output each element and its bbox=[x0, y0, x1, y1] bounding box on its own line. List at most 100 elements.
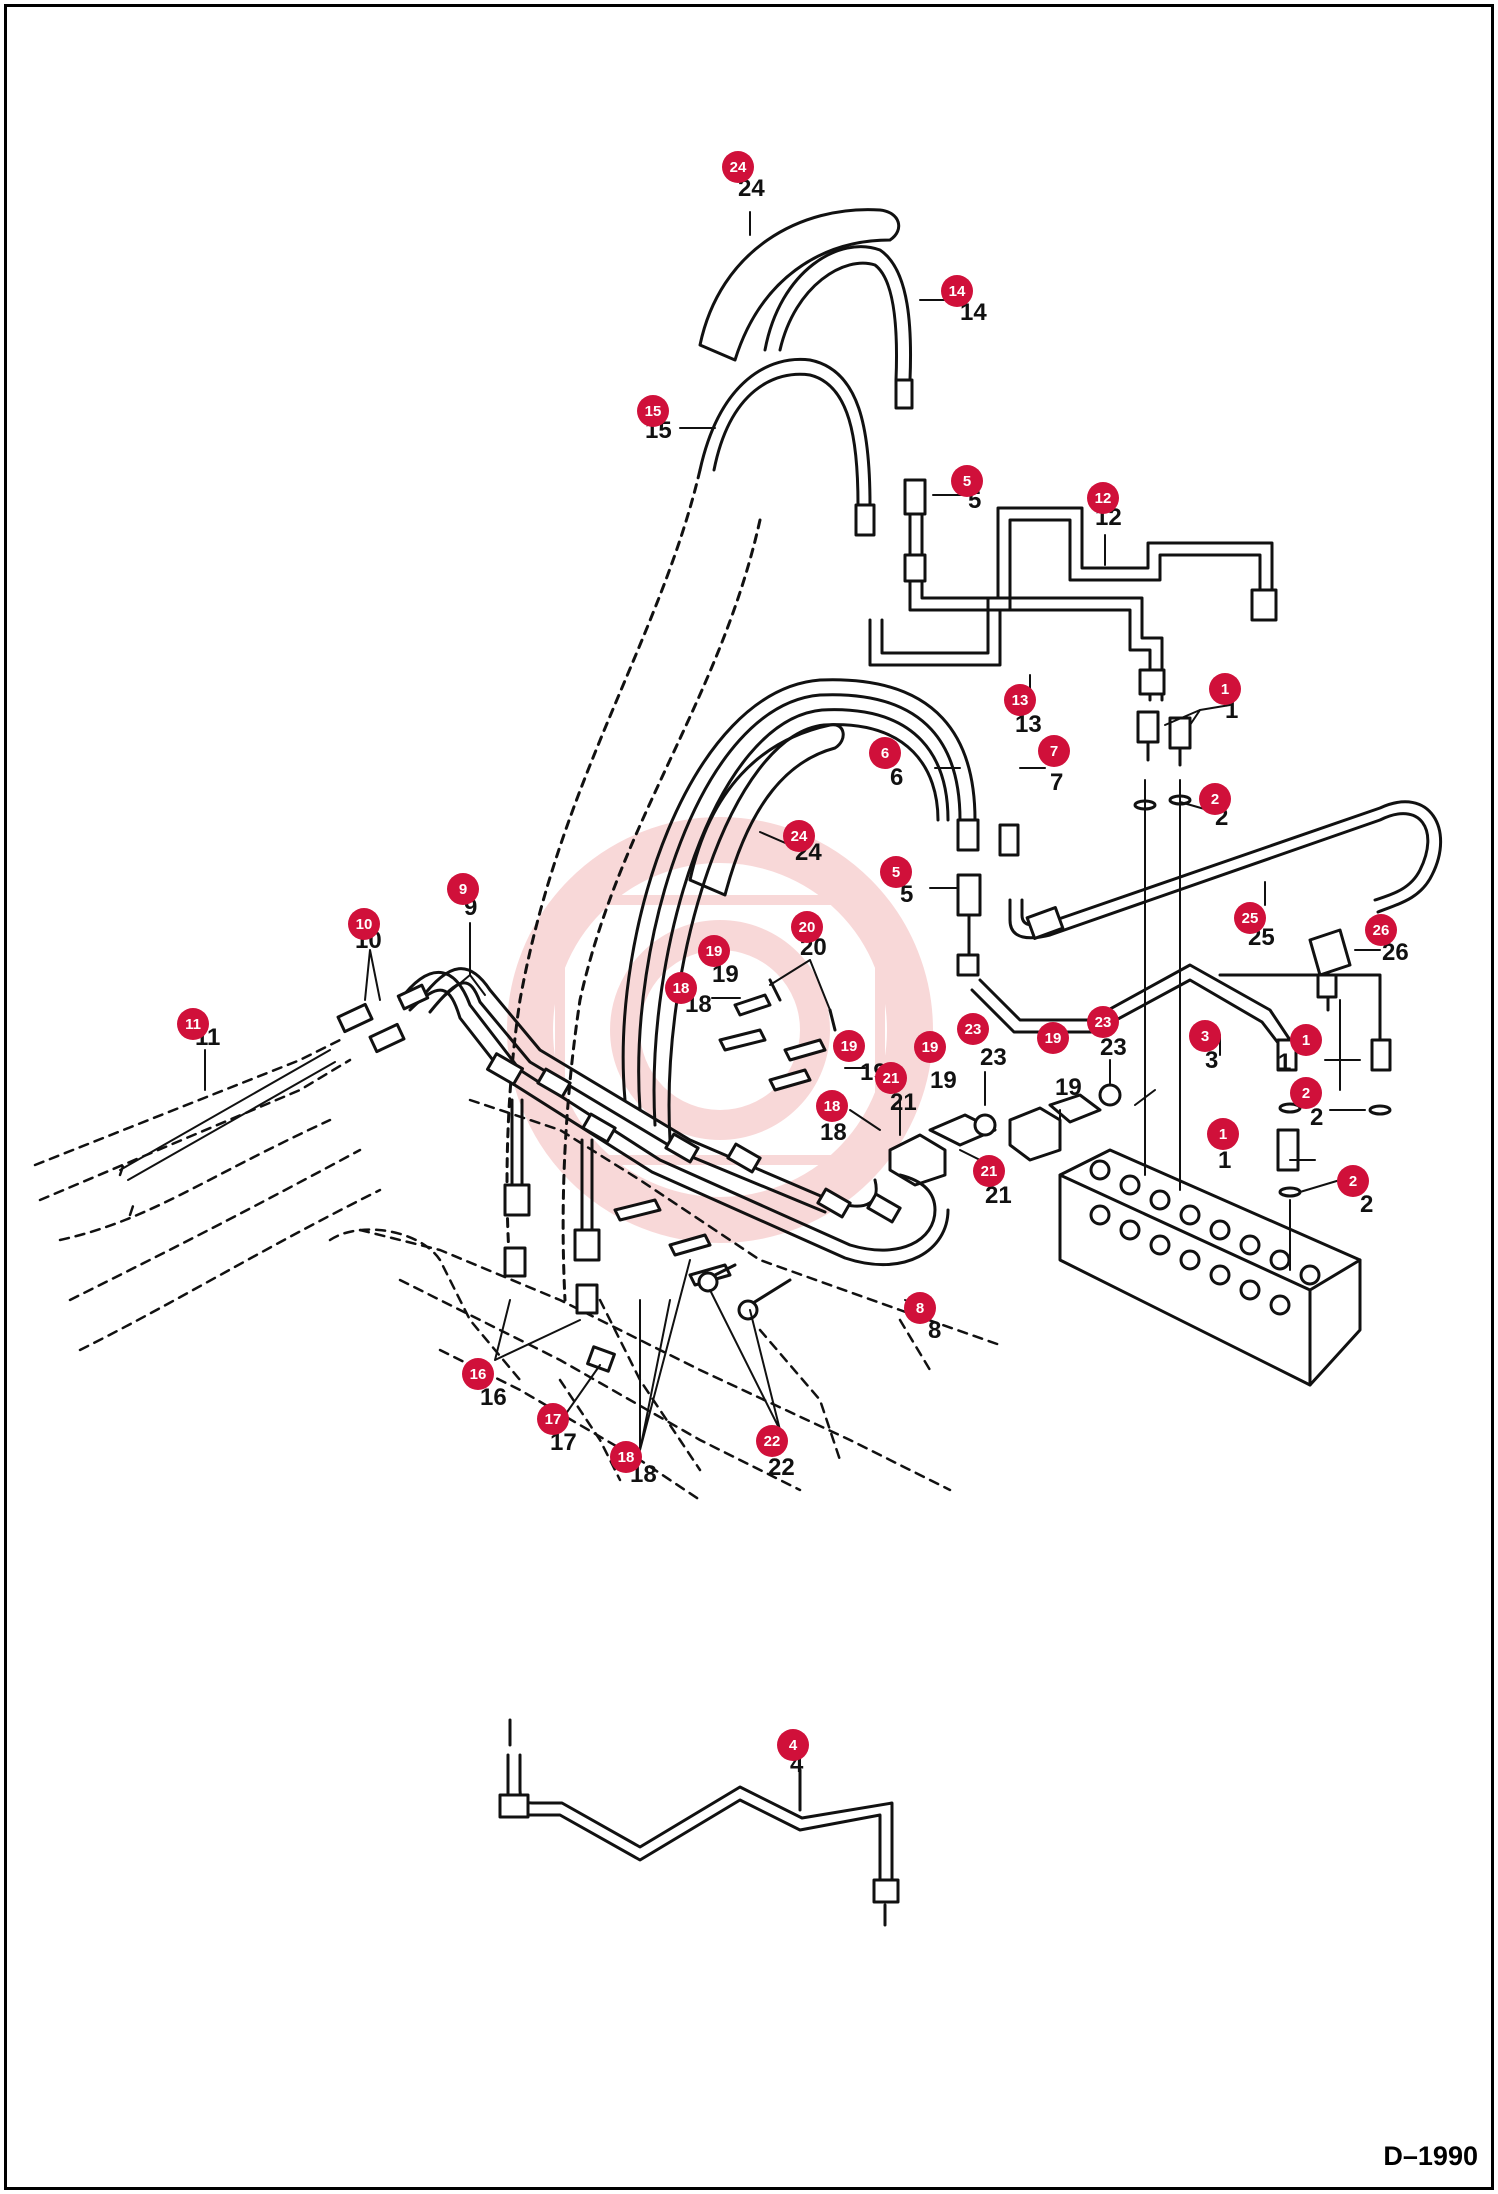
svg-text:2: 2 bbox=[1211, 791, 1219, 808]
svg-text:26: 26 bbox=[1373, 922, 1390, 939]
leader-lines bbox=[204, 211, 1381, 1451]
callout-8[interactable]: 8 bbox=[904, 1292, 936, 1324]
callout-20[interactable]: 20 bbox=[791, 911, 823, 943]
callout-21[interactable]: 21 bbox=[875, 1062, 907, 1094]
svg-text:19: 19 bbox=[706, 943, 723, 960]
svg-text:1: 1 bbox=[1302, 1032, 1310, 1049]
svg-text:6: 6 bbox=[881, 745, 889, 762]
svg-text:24: 24 bbox=[791, 828, 808, 845]
part-number: 6 bbox=[890, 764, 903, 791]
part-number: 23 bbox=[980, 1044, 1007, 1071]
svg-text:17: 17 bbox=[545, 1411, 562, 1428]
svg-text:8: 8 bbox=[916, 1300, 924, 1317]
callout-12[interactable]: 12 bbox=[1087, 482, 1119, 514]
svg-text:19: 19 bbox=[1045, 1030, 1062, 1047]
part-number: 8 bbox=[928, 1317, 941, 1344]
callout-2[interactable]: 2 bbox=[1290, 1077, 1322, 1109]
svg-text:18: 18 bbox=[673, 980, 690, 997]
svg-text:2: 2 bbox=[1349, 1173, 1357, 1190]
callout-18[interactable]: 18 bbox=[816, 1090, 848, 1122]
svg-text:3: 3 bbox=[1201, 1028, 1209, 1045]
callout-14[interactable]: 14 bbox=[941, 275, 973, 307]
svg-text:19: 19 bbox=[922, 1039, 939, 1056]
callout-10[interactable]: 10 bbox=[348, 908, 380, 940]
part-number: 1 bbox=[1218, 1147, 1231, 1174]
control-valve bbox=[1058, 1148, 1362, 1387]
part-number: 19 bbox=[930, 1067, 957, 1094]
part-number: 3 bbox=[1205, 1047, 1218, 1074]
hose-sleeve-24-lower bbox=[688, 723, 845, 897]
part-number: 22 bbox=[768, 1454, 795, 1481]
callout-19[interactable]: 19 bbox=[698, 935, 730, 967]
callout-24[interactable]: 24 bbox=[722, 151, 754, 183]
callout-13[interactable]: 13 bbox=[1004, 684, 1036, 716]
svg-text:21: 21 bbox=[981, 1163, 998, 1180]
callout-7[interactable]: 7 bbox=[1038, 735, 1070, 767]
callout-11[interactable]: 11 bbox=[177, 1008, 209, 1040]
part-number: 2 bbox=[1360, 1191, 1373, 1218]
svg-text:24: 24 bbox=[730, 159, 747, 176]
callout-2[interactable]: 2 bbox=[1199, 783, 1231, 815]
svg-text:1: 1 bbox=[1219, 1126, 1227, 1143]
svg-text:16: 16 bbox=[470, 1366, 487, 1383]
svg-text:19: 19 bbox=[841, 1038, 858, 1055]
elbow-26 bbox=[1308, 928, 1352, 1012]
svg-text:22: 22 bbox=[764, 1433, 781, 1450]
part-number: 18 bbox=[820, 1119, 847, 1146]
callout-1[interactable]: 1 bbox=[1207, 1118, 1239, 1150]
callout-3[interactable]: 3 bbox=[1189, 1020, 1221, 1052]
svg-text:21: 21 bbox=[883, 1070, 900, 1087]
boom-11-hoses bbox=[119, 1049, 336, 1181]
callout-1[interactable]: 1 bbox=[1209, 673, 1241, 705]
callout-9[interactable]: 9 bbox=[447, 873, 479, 905]
svg-text:18: 18 bbox=[618, 1449, 635, 1466]
adapter-1-pair bbox=[1136, 710, 1192, 767]
drawing-code: D–1990 bbox=[1383, 2141, 1478, 2171]
part-number: 5 bbox=[900, 881, 913, 908]
valve-ports bbox=[1089, 1159, 1321, 1316]
callout-5[interactable]: 5 bbox=[880, 856, 912, 888]
callout-19[interactable]: 19 bbox=[833, 1030, 865, 1062]
callout-23[interactable]: 23 bbox=[1087, 1006, 1119, 1038]
callout-22[interactable]: 22 bbox=[756, 1425, 788, 1457]
svg-text:9: 9 bbox=[459, 881, 467, 898]
boom-11-outline bbox=[33, 1038, 382, 1352]
callout-6[interactable]: 6 bbox=[869, 737, 901, 769]
hose-14 bbox=[763, 245, 914, 410]
diagram-frame bbox=[4, 4, 1494, 2190]
callout-21[interactable]: 21 bbox=[973, 1155, 1005, 1187]
svg-text:20: 20 bbox=[799, 919, 816, 936]
callout-18[interactable]: 18 bbox=[610, 1441, 642, 1473]
part-number-labels: 24 14 15 5 12 13 1 6 7 2 24 5 25 26 9 10… bbox=[195, 175, 1409, 1778]
svg-text:23: 23 bbox=[965, 1021, 982, 1038]
callout-1[interactable]: 1 bbox=[1290, 1024, 1322, 1056]
part-number: 7 bbox=[1050, 769, 1063, 796]
callout-4[interactable]: 4 bbox=[777, 1729, 809, 1761]
svg-text:12: 12 bbox=[1095, 490, 1112, 507]
callout-24[interactable]: 24 bbox=[783, 820, 815, 852]
part-number: 1 bbox=[1278, 1049, 1291, 1076]
svg-text:23: 23 bbox=[1095, 1014, 1112, 1031]
fitting-5-lower bbox=[956, 873, 982, 977]
svg-text:1: 1 bbox=[1221, 681, 1229, 698]
callout-18[interactable]: 18 bbox=[665, 972, 697, 1004]
bolts-22 bbox=[697, 1263, 792, 1321]
svg-text:25: 25 bbox=[1242, 910, 1259, 927]
callout-19[interactable]: 19 bbox=[1037, 1022, 1069, 1054]
fittings-10 bbox=[336, 983, 430, 1054]
callout-26[interactable]: 26 bbox=[1365, 914, 1397, 946]
elbow-fittings-17 bbox=[586, 1345, 616, 1373]
callout-5[interactable]: 5 bbox=[951, 465, 983, 497]
callout-2[interactable]: 2 bbox=[1337, 1165, 1369, 1197]
callout-15[interactable]: 15 bbox=[637, 395, 669, 427]
callout-16[interactable]: 16 bbox=[462, 1358, 494, 1390]
svg-text:2: 2 bbox=[1302, 1085, 1310, 1102]
svg-text:14: 14 bbox=[949, 283, 966, 300]
part-number: 2 bbox=[1310, 1104, 1323, 1131]
callout-23[interactable]: 23 bbox=[957, 1013, 989, 1045]
callout-25[interactable]: 25 bbox=[1234, 902, 1266, 934]
callout-19[interactable]: 19 bbox=[914, 1031, 946, 1063]
svg-text:10: 10 bbox=[356, 916, 373, 933]
callout-17[interactable]: 17 bbox=[537, 1403, 569, 1435]
